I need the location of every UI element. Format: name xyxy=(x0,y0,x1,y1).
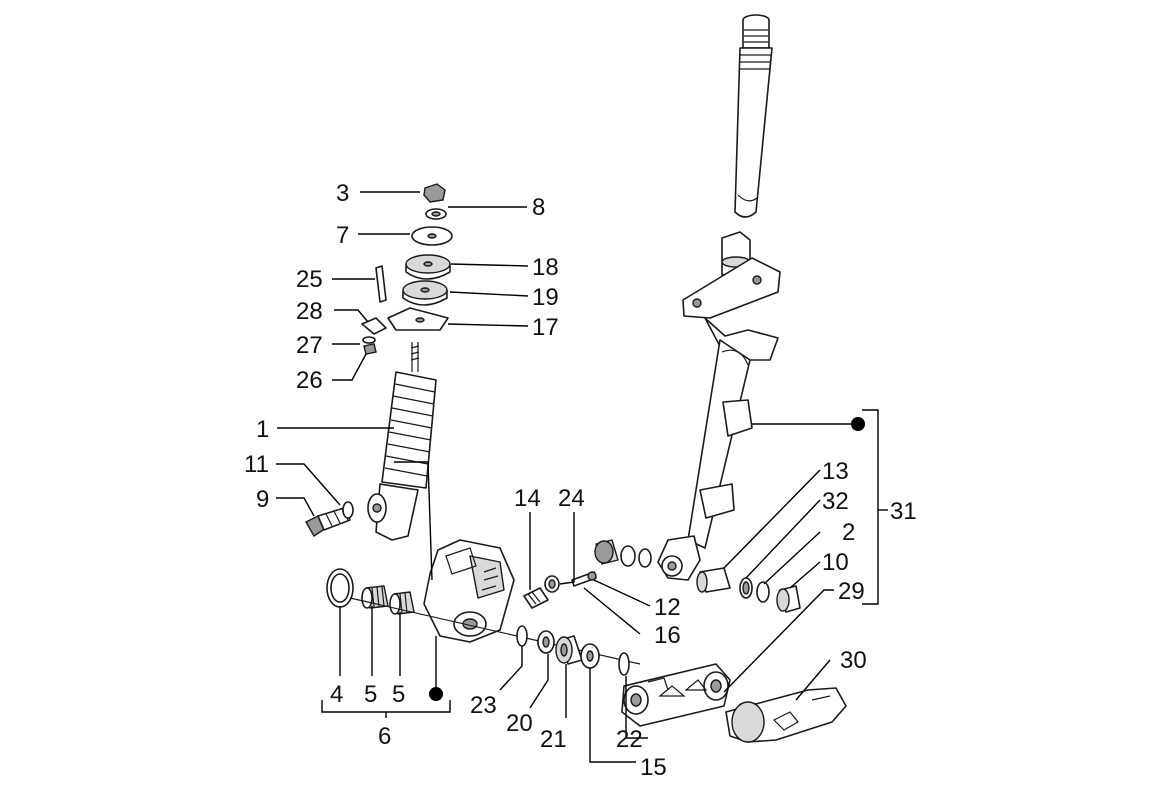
part-label: 11 xyxy=(244,451,269,478)
hub-marker-dot xyxy=(429,687,443,701)
shock-absorber xyxy=(367,342,437,541)
part-label: 6 xyxy=(378,723,391,750)
part-label: 4 xyxy=(330,681,343,708)
part-label: 18 xyxy=(532,254,559,281)
part-label: 25 xyxy=(296,266,323,293)
steering-tube xyxy=(734,14,773,218)
part-label: 20 xyxy=(506,710,533,737)
assembly-marker-dot xyxy=(851,417,865,431)
part-label: 17 xyxy=(532,314,559,341)
part-label: 32 xyxy=(822,488,849,515)
part-label: 27 xyxy=(296,332,323,359)
part-label: 10 xyxy=(822,549,849,576)
part-label: 5 xyxy=(364,681,377,708)
part-label: 28 xyxy=(296,298,323,325)
part-label: 29 xyxy=(838,578,865,605)
part-label: 2 xyxy=(842,519,855,546)
pivot-pin-and-rings xyxy=(696,567,801,613)
part-label: 5 xyxy=(392,681,405,708)
fork-link-arm xyxy=(621,663,731,727)
shock-top-hardware xyxy=(361,183,453,355)
adjuster-and-bolt xyxy=(523,571,597,609)
part-label: 15 xyxy=(640,754,667,781)
part-label: 31 xyxy=(890,498,917,525)
part-number-labels: 3 8 7 18 25 19 28 17 27 26 1 11 9 14 24 … xyxy=(244,180,917,781)
pivot-bush-left xyxy=(594,539,652,568)
part-label: 26 xyxy=(296,367,323,394)
steering-fork-body xyxy=(657,231,781,581)
part-label: 9 xyxy=(256,486,269,513)
part-label: 14 xyxy=(514,485,541,512)
part-label: 12 xyxy=(654,594,681,621)
part-label: 1 xyxy=(256,416,269,443)
part-label: 21 xyxy=(540,726,567,753)
part-label: 24 xyxy=(558,485,585,512)
part-label: 13 xyxy=(822,458,849,485)
part-label: 3 xyxy=(336,180,349,207)
axle-washers xyxy=(516,625,630,676)
part-label: 16 xyxy=(654,622,681,649)
bolt-and-washer xyxy=(305,501,354,537)
link-arm-cover xyxy=(725,687,847,743)
leader-lines xyxy=(276,191,888,763)
part-label: 19 xyxy=(532,284,559,311)
part-label: 30 xyxy=(840,647,867,674)
part-label: 22 xyxy=(616,726,643,753)
part-label: 7 xyxy=(336,222,349,249)
part-label: 8 xyxy=(532,194,545,221)
part-label: 23 xyxy=(470,692,497,719)
wheel-hub-carrier xyxy=(423,539,515,643)
